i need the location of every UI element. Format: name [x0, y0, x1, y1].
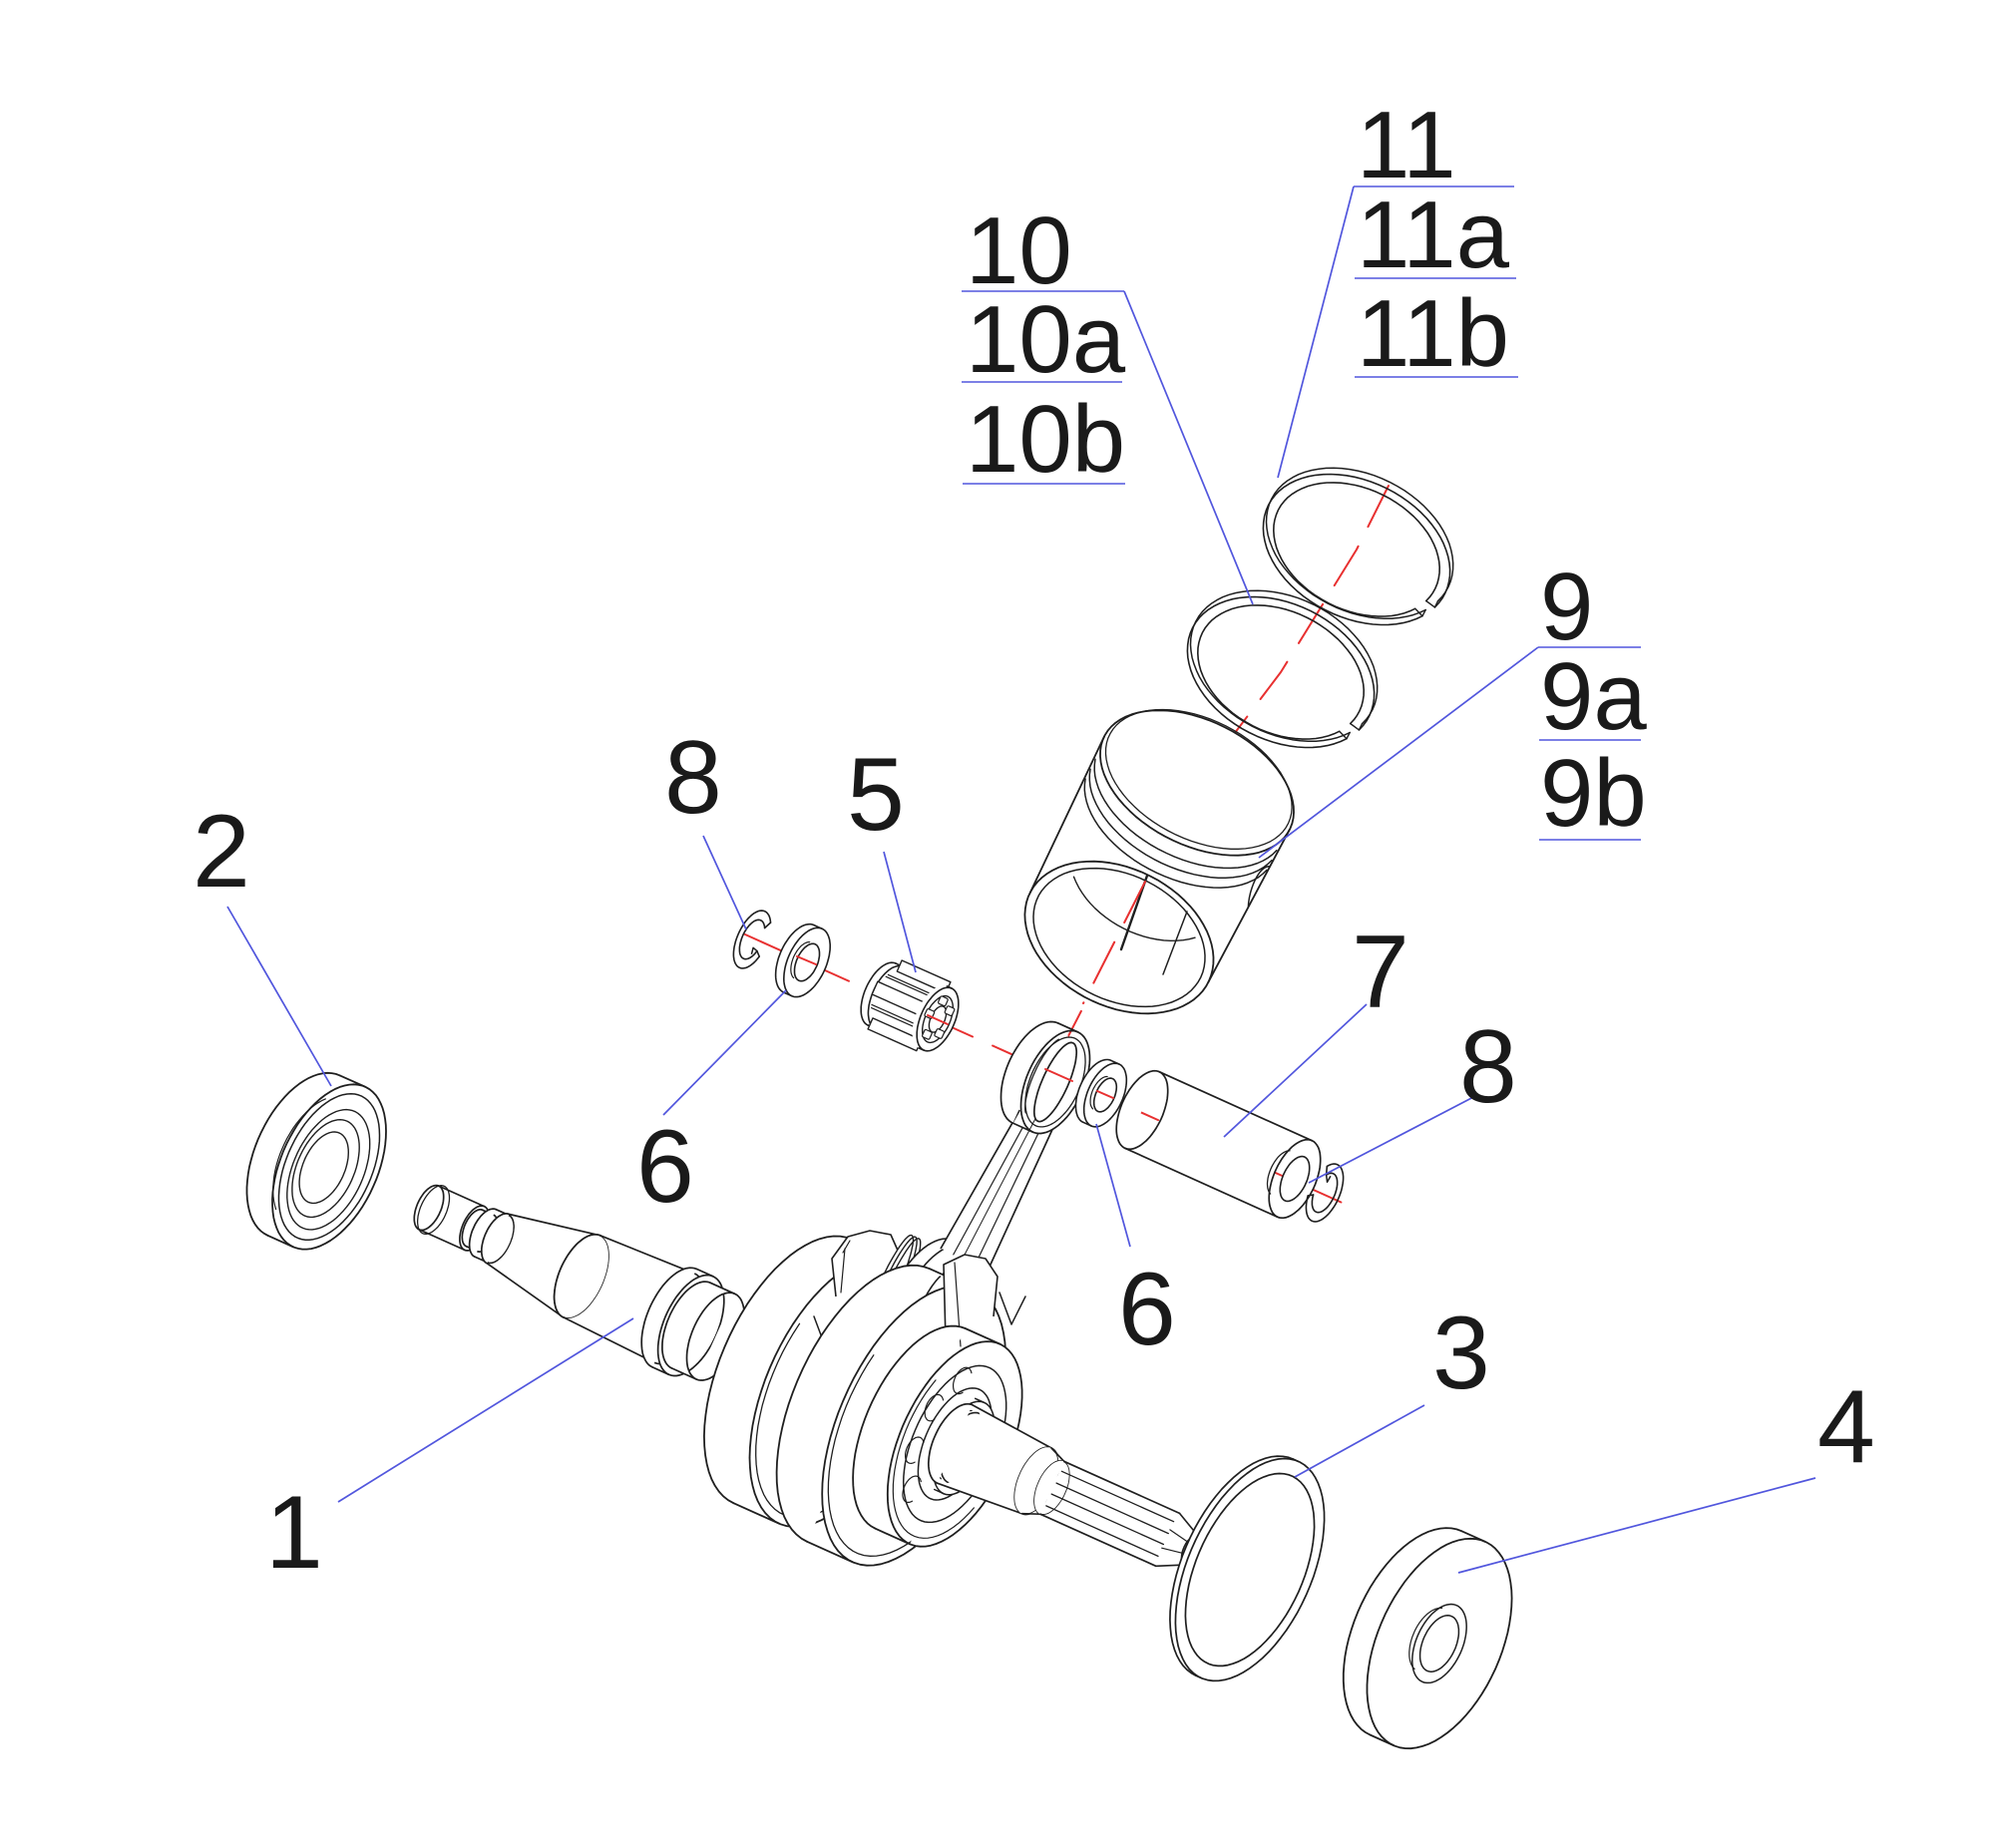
oil-seal-left [245, 1071, 387, 1251]
leader-3 [1294, 1404, 1425, 1478]
leader-5 [883, 851, 917, 973]
washer-left [774, 923, 831, 998]
crankshaft-output-shaft [927, 1402, 1202, 1568]
label-11b: 11b [1357, 280, 1509, 387]
leader-6-right [1095, 1123, 1131, 1248]
leader-2 [226, 906, 332, 1087]
label-8-left: 8 [664, 720, 722, 836]
label-7: 7 [1352, 915, 1409, 1030]
label-11a: 11a [1357, 182, 1510, 288]
piston-ring-lower [1186, 589, 1379, 749]
label-5: 5 [847, 737, 905, 853]
piston-pin [1115, 1069, 1322, 1220]
label-10a: 10a [966, 286, 1126, 393]
label-9: 9 [1540, 554, 1593, 660]
label-6-left: 6 [636, 1109, 694, 1225]
leader-9 [1258, 646, 1539, 859]
label-9a: 9a [1540, 643, 1647, 750]
label-9b: 9b [1540, 740, 1647, 847]
leader-10 [1123, 290, 1254, 605]
label-6-right: 6 [1118, 1252, 1176, 1367]
label-11: 11 [1357, 92, 1456, 198]
leader-1 [337, 1317, 634, 1503]
oil-seal-right [1342, 1527, 1513, 1750]
leader-8-left [702, 835, 747, 930]
leader-6-left [662, 989, 787, 1116]
label-2: 2 [193, 794, 250, 910]
needle-bearing [860, 959, 960, 1052]
circlip-left [732, 910, 772, 969]
centerline-overdraw [796, 881, 1146, 1099]
label-10: 10 [966, 197, 1072, 304]
leader-4 [1457, 1477, 1816, 1574]
leader-8-right [1308, 1094, 1478, 1184]
gasket-ring [1169, 1455, 1326, 1682]
label-10b: 10b [966, 386, 1125, 493]
leader-11 [1277, 185, 1355, 479]
leader-7 [1223, 1003, 1368, 1138]
label-1: 1 [265, 1475, 323, 1591]
piston-ring-upper [1262, 467, 1454, 626]
label-8-right: 8 [1459, 1009, 1517, 1125]
label-3: 3 [1432, 1295, 1490, 1411]
label-4: 4 [1817, 1369, 1875, 1485]
piston [1023, 708, 1295, 1015]
